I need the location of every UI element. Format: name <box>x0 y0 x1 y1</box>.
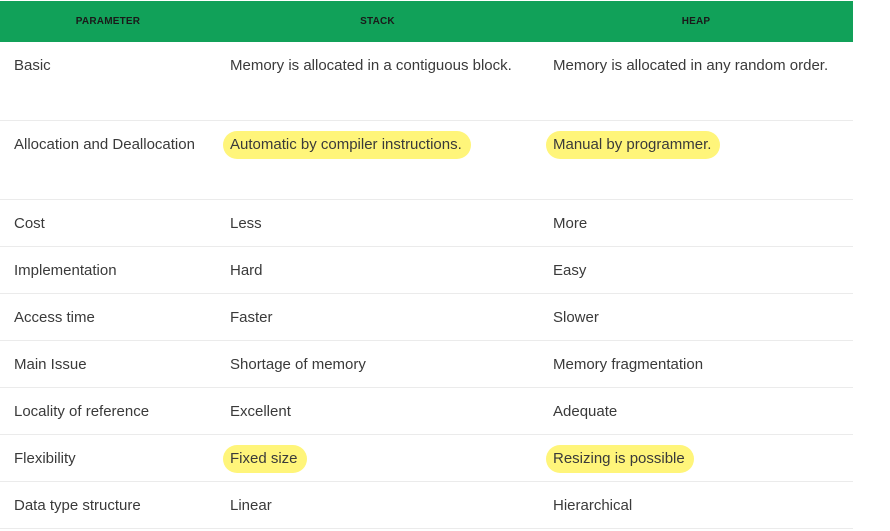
highlighted-text: Automatic by compiler instructions. <box>223 131 471 159</box>
highlighted-text: Fixed size <box>223 445 307 473</box>
cell-parameter: Allocation and Deallocation <box>14 136 195 153</box>
table-row: Basic Memory is allocated in a contiguous… <box>0 42 853 121</box>
cell-text: Adequate <box>553 403 618 420</box>
table-row: Access time Faster Slower <box>0 294 853 341</box>
cell-parameter: Implementation <box>14 262 117 279</box>
table-row: Data type structure Linear Hierarchical <box>0 482 853 529</box>
cell-stack: Shortage of memory <box>216 341 539 387</box>
cell-parameter: Basic <box>14 57 51 74</box>
cell-text: Memory fragmentation <box>553 356 704 373</box>
cell-heap: Memory fragmentation <box>539 341 853 387</box>
cell-heap: More <box>539 200 853 246</box>
table-row: Locality of reference Excellent Adequate <box>0 388 853 435</box>
cell-text: Shortage of memory <box>230 356 366 373</box>
cell-text: Memory is allocated in a contiguous bloc… <box>230 57 512 74</box>
cell-text: Linear <box>230 497 272 514</box>
cell-stack: Linear <box>216 482 539 528</box>
cell-heap: Adequate <box>539 388 853 434</box>
highlighted-text: Resizing is possible <box>546 445 694 473</box>
table-body: Basic Memory is allocated in a contiguous… <box>0 42 853 529</box>
cell-text: Memory is allocated in any random order. <box>553 57 829 74</box>
table-row: Allocation and Deallocation Automatic by … <box>0 121 853 200</box>
cell-text: Less <box>230 215 262 232</box>
cell-heap: Easy <box>539 247 853 293</box>
cell-stack: Memory is allocated in a contiguous bloc… <box>216 42 539 120</box>
table-row: Flexibility Fixed size Resizing is possibl… <box>0 435 853 482</box>
header-heap: HEAP <box>681 16 711 27</box>
cell-heap: Memory is allocated in any random order. <box>539 42 853 120</box>
cell-parameter: Cost <box>14 215 45 232</box>
cell-parameter: Locality of reference <box>14 403 150 420</box>
cell-text: Faster <box>230 309 273 326</box>
cell-parameter: Main Issue <box>14 356 87 373</box>
cell-text: Easy <box>553 262 587 279</box>
cell-stack: Faster <box>216 294 539 340</box>
cell-heap: Resizing is possible <box>539 435 853 481</box>
cell-stack: Automatic by compiler instructions. <box>216 121 539 199</box>
cell-text: Excellent <box>230 403 291 420</box>
cell-parameter: Flexibility <box>14 450 76 467</box>
cell-stack: Fixed size <box>216 435 539 481</box>
header-stack: STACK <box>360 16 395 27</box>
cell-text: Hard <box>230 262 263 279</box>
table-row: Cost Less More <box>0 200 853 247</box>
cell-text: Slower <box>553 309 599 326</box>
cell-heap: Slower <box>539 294 853 340</box>
cell-parameter: Data type structure <box>14 497 141 514</box>
table-row: Implementation Hard Easy <box>0 247 853 294</box>
comparison-table: PARAMETER STACK HEAP Basic Memory is allo… <box>0 1 853 529</box>
cell-stack: Hard <box>216 247 539 293</box>
header-parameter: PARAMETER <box>75 16 141 27</box>
highlighted-text: Manual by programmer. <box>546 131 721 159</box>
cell-text: More <box>553 215 588 232</box>
table-header: PARAMETER STACK HEAP <box>0 1 853 42</box>
table-row: Main Issue Shortage of memory Memory fragm… <box>0 341 853 388</box>
cell-heap: Manual by programmer. <box>539 121 853 199</box>
cell-heap: Hierarchical <box>539 482 853 528</box>
cell-parameter: Access time <box>14 309 95 326</box>
cell-stack: Excellent <box>216 388 539 434</box>
cell-text: Hierarchical <box>553 497 633 514</box>
cell-stack: Less <box>216 200 539 246</box>
